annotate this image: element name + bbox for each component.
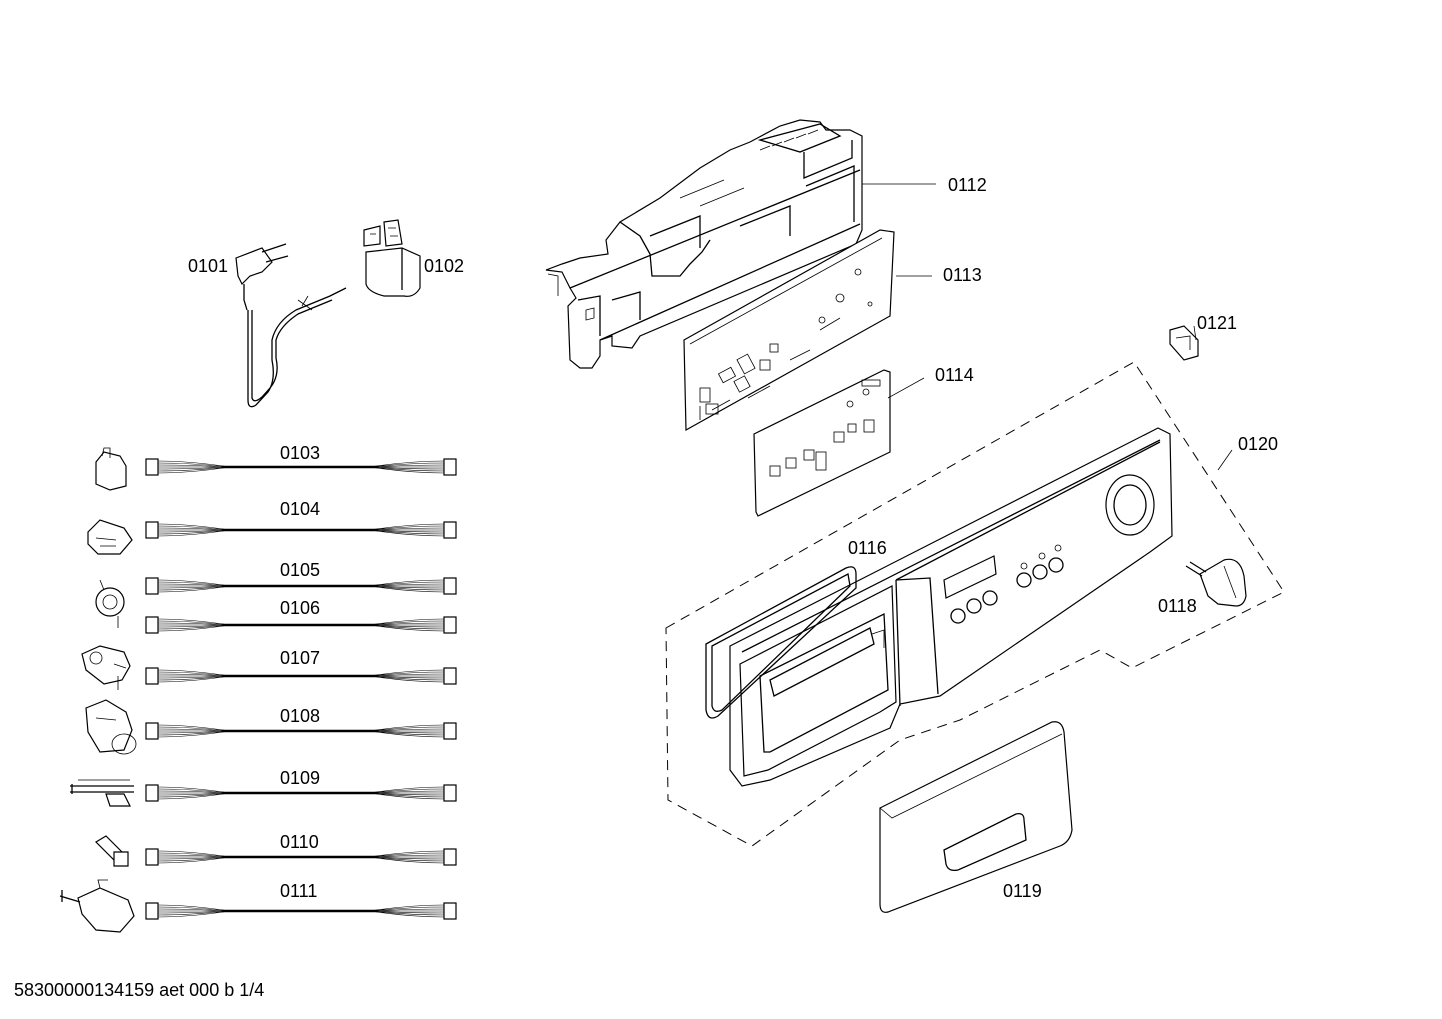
component-0107 [81,645,131,690]
panel-assembly-outline [665,361,1285,847]
wire-harness [145,722,457,740]
wire-harness [145,577,457,595]
part-label-0109: 0109 [280,768,320,788]
part-label-0102: 0102 [424,256,464,276]
part-label-0112: 0112 [948,175,987,195]
part-label-0118: 0118 [1158,596,1197,616]
part-label-0114: 0114 [935,365,974,385]
power-cord-part [235,243,347,408]
document-footer-code: 58300000134159 aet 000 b 1/4 [14,980,265,1000]
wire-harness [145,667,457,685]
component-0109 [70,779,134,807]
part-label-0120: 0120 [1238,434,1278,454]
clip-part [1169,325,1199,361]
part-label-0105: 0105 [280,560,320,580]
part-label-0113: 0113 [943,265,982,285]
part-label-0101: 0101 [188,256,228,276]
gasket-part [705,566,857,719]
part-label-0108: 0108 [280,706,320,726]
part-label-0107: 0107 [280,648,320,668]
wire-harness-group [145,458,457,920]
part-label-0121: 0121 [1197,313,1237,333]
wire-harness [145,521,457,539]
display-board-part [753,369,891,517]
part-label-0110: 0110 [280,832,319,852]
component-0111 [59,879,135,933]
part-label-0106: 0106 [280,598,320,618]
part-label-0104: 0104 [280,499,320,519]
wire-harness [145,458,457,476]
main-pcb-part [683,229,895,432]
component-0104 [87,519,133,555]
component-0110 [95,835,129,867]
wire-harness [145,902,457,920]
part-label-0103: 0103 [280,443,320,463]
knob-part [1185,558,1247,607]
leader-lines [862,183,1233,471]
suppressor-part [363,219,421,297]
wire-harness [145,848,457,866]
control-frame-part [545,119,863,369]
part-label-0116: 0116 [848,538,887,558]
part-label-0111: 0111 [280,881,317,901]
wire-harness [145,784,457,802]
front-panel-part [729,427,1173,787]
component-0108 [85,699,137,755]
component-0105 [95,579,125,628]
component-0103 [95,447,127,491]
handle-part [879,721,1073,913]
part-label-0119: 0119 [1003,881,1042,901]
wire-harness [145,616,457,634]
